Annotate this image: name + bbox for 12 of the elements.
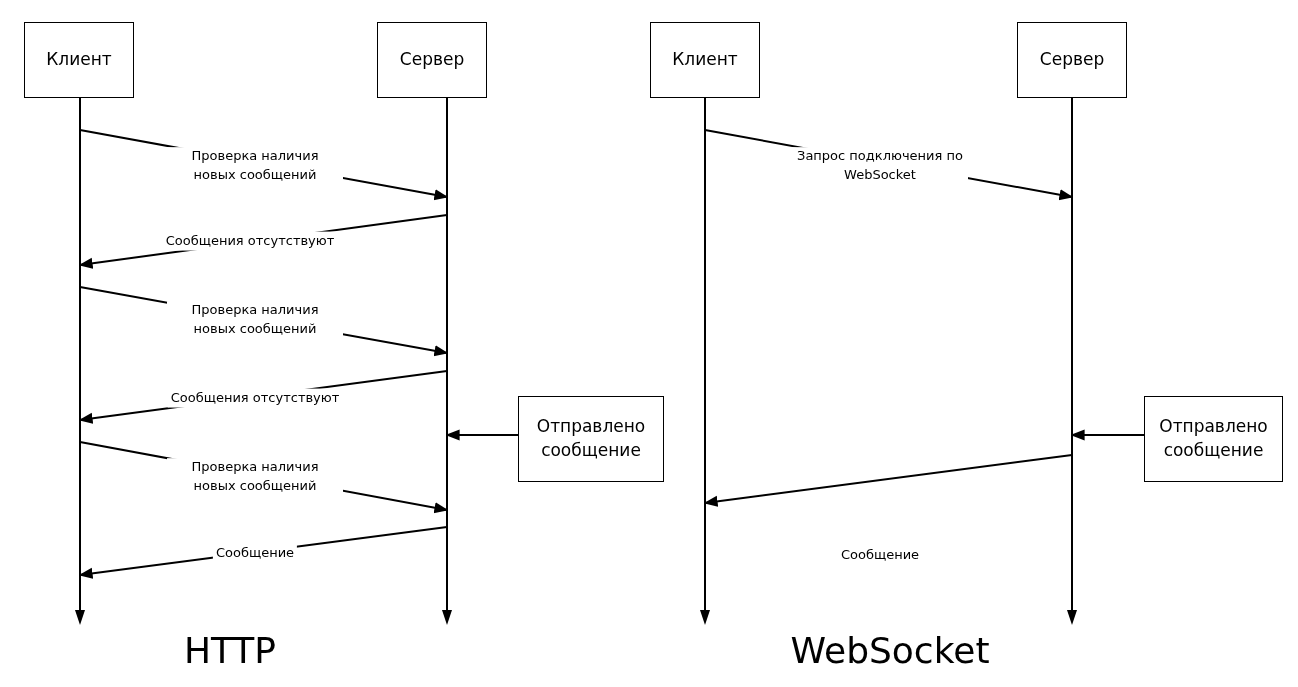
- participant-box: Клиент: [650, 22, 760, 98]
- participant-box: Сервер: [1017, 22, 1127, 98]
- message-arrow: [703, 454, 1073, 507]
- event-box: Отправлено сообщение: [1144, 396, 1283, 482]
- event-box: Отправлено сообщение: [518, 396, 664, 482]
- participant-box: Сервер: [377, 22, 487, 98]
- participant-box: Клиент: [24, 22, 134, 98]
- message-arrow: [1070, 429, 1145, 441]
- edge-label: Проверка наличия новых сообщений: [167, 301, 343, 339]
- panel-caption: WebSocket: [790, 630, 990, 671]
- message-arrow: [445, 429, 519, 441]
- panel-caption: HTTP: [183, 630, 277, 671]
